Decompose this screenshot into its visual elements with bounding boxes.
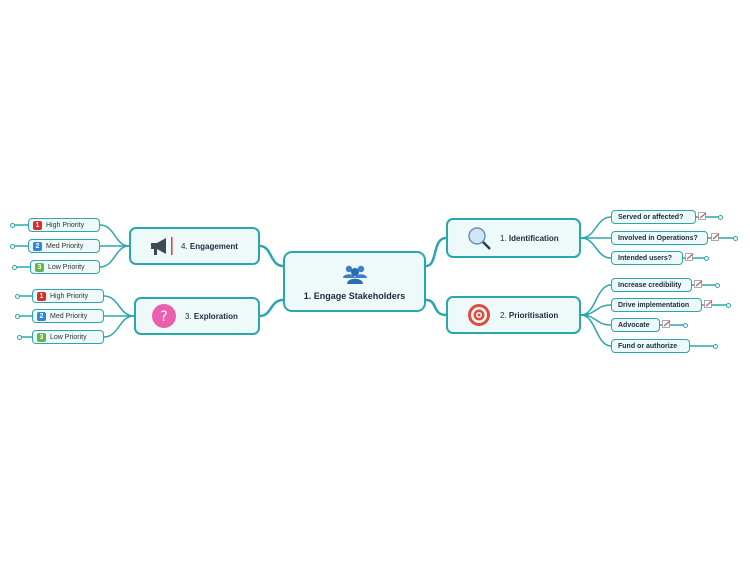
- expand-dot[interactable]: [715, 283, 720, 288]
- expand-dot[interactable]: [718, 215, 723, 220]
- central-topic[interactable]: 1. Engage Stakeholders: [283, 251, 426, 312]
- subtopic-increase-credibility[interactable]: Increase credibility: [611, 278, 692, 292]
- engagement-med-priority[interactable]: 2 Med Priority: [28, 239, 100, 253]
- expand-dot[interactable]: [733, 236, 738, 241]
- target-icon: [468, 304, 490, 326]
- expand-dot[interactable]: [713, 344, 718, 349]
- topic-title: Prioritisation: [508, 310, 559, 320]
- expand-dot[interactable]: [10, 223, 15, 228]
- svg-text:?: ?: [160, 309, 167, 325]
- topic-title: Identification: [508, 233, 559, 243]
- central-topic-title: 1. Engage Stakeholders: [303, 290, 406, 301]
- topic-number: 4.: [181, 241, 188, 251]
- expand-dot[interactable]: [15, 294, 20, 299]
- priority-1-icon: 1: [37, 291, 46, 301]
- topic-number: 1.: [500, 233, 507, 243]
- subtopic-fund-or-authorize[interactable]: Fund or authorize: [611, 339, 690, 353]
- topic-exploration[interactable]: ? 3. Exploration: [134, 297, 260, 335]
- topic-prioritisation[interactable]: 2. Prioritisation: [446, 296, 581, 334]
- megaphone-icon: [151, 237, 173, 255]
- note-icon[interactable]: [711, 233, 720, 241]
- note-icon[interactable]: [662, 320, 671, 328]
- note-icon[interactable]: [698, 212, 707, 220]
- exploration-med-priority[interactable]: 2 Med Priority: [32, 309, 104, 323]
- people-group-icon: [342, 265, 367, 284]
- magnifier-icon: [468, 227, 491, 250]
- exploration-high-priority[interactable]: 1 High Priority: [32, 289, 104, 303]
- priority-2-icon: 2: [33, 241, 42, 251]
- expand-dot[interactable]: [12, 265, 17, 270]
- expand-dot[interactable]: [683, 323, 688, 328]
- expand-dot[interactable]: [15, 314, 20, 319]
- topic-title: Exploration: [193, 311, 238, 321]
- topic-engagement[interactable]: 4. Engagement: [129, 227, 260, 265]
- engagement-high-priority[interactable]: 1 High Priority: [28, 218, 100, 232]
- topic-title: Engagement: [189, 241, 238, 251]
- subtopic-involved-in-operations[interactable]: Involved in Operations?: [611, 231, 708, 245]
- priority-3-icon: 3: [37, 332, 46, 342]
- subtopic-drive-implementation[interactable]: Drive implementation: [611, 298, 702, 312]
- expand-dot[interactable]: [726, 303, 731, 308]
- engagement-low-priority[interactable]: 3 Low Priority: [30, 260, 100, 274]
- note-icon[interactable]: [694, 280, 703, 288]
- priority-1-icon: 1: [33, 220, 42, 230]
- subtopic-served-or-affected[interactable]: Served or affected?: [611, 210, 696, 224]
- priority-3-icon: 3: [35, 262, 44, 272]
- priority-2-icon: 2: [37, 311, 46, 321]
- exploration-low-priority[interactable]: 3 Low Priority: [32, 330, 104, 344]
- note-icon[interactable]: [704, 300, 713, 308]
- topic-identification[interactable]: 1. Identification: [446, 218, 581, 258]
- expand-dot[interactable]: [10, 244, 15, 249]
- subtopic-advocate[interactable]: Advocate: [611, 318, 660, 332]
- note-icon[interactable]: [685, 253, 694, 261]
- topic-number: 2.: [500, 310, 507, 320]
- expand-dot[interactable]: [17, 335, 22, 340]
- question-icon: ?: [152, 304, 176, 328]
- subtopic-intended-users[interactable]: Intended users?: [611, 251, 683, 265]
- expand-dot[interactable]: [704, 256, 709, 261]
- topic-number: 3.: [185, 311, 192, 321]
